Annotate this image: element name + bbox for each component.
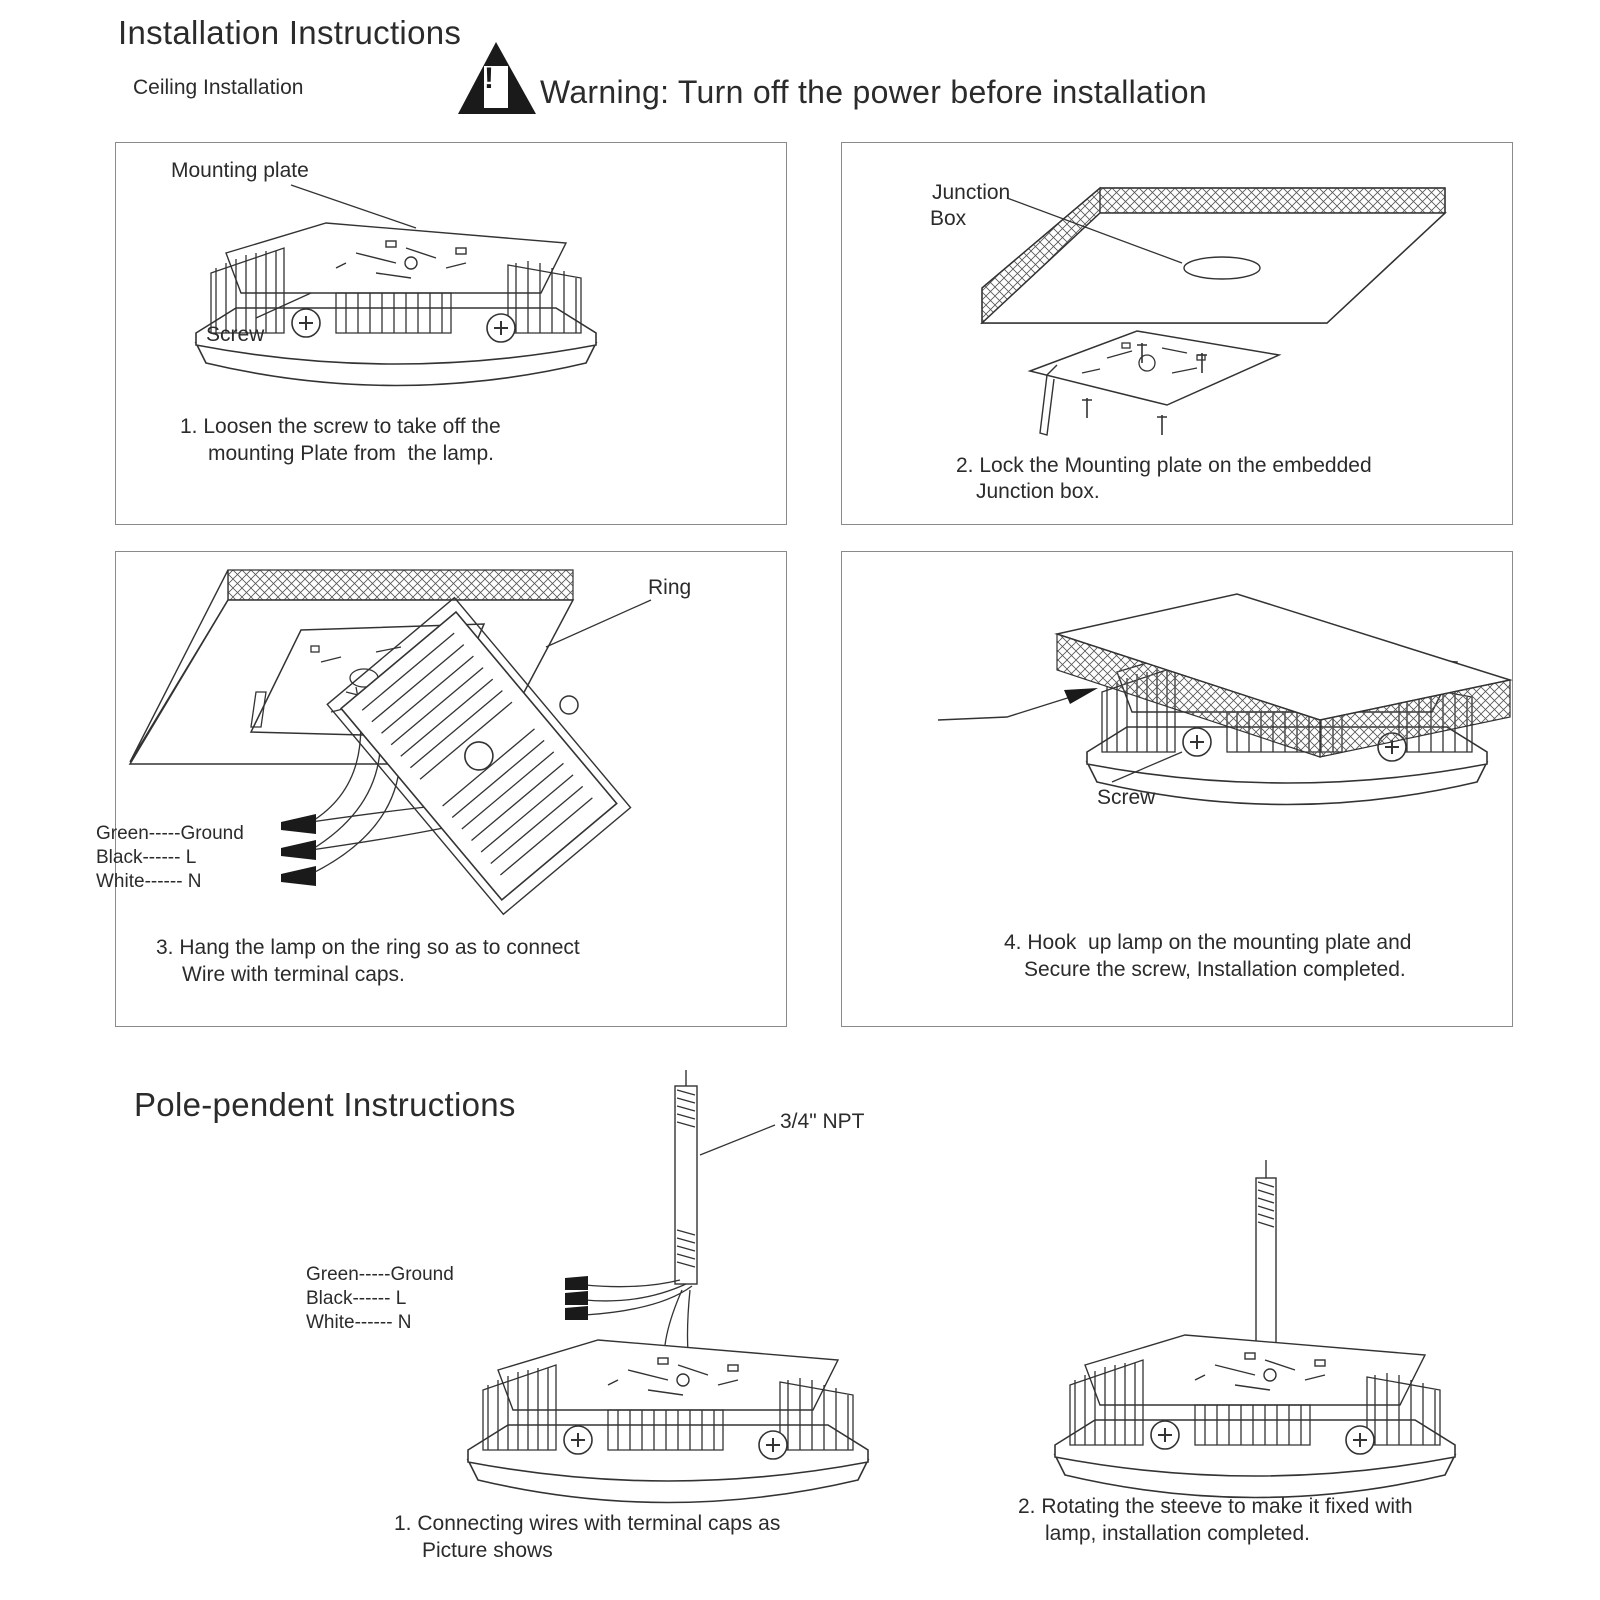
completed-lamp-illustration (937, 593, 1513, 806)
step-4-caption-line-2: Secure the screw, Installation completed… (1024, 958, 1406, 981)
wire-legend-black: Black------ L (96, 847, 197, 868)
step-1-caption-line-1: 1. Loosen the screw to take off the (180, 415, 501, 438)
junction-label-line-1: Junction (932, 181, 1011, 204)
step-3-caption-line-1: 3. Hang the lamp on the ring so as to co… (156, 936, 580, 959)
page-title: Installation Instructions (118, 14, 462, 51)
wire-legend-white: White------ N (96, 871, 202, 892)
wire-legend-green: Green-----Ground (96, 823, 244, 844)
step-3-caption-line-2: Wire with terminal caps. (182, 963, 405, 986)
warning-glyph: ! (484, 62, 494, 95)
warning-text: Warning: Turn off the power before insta… (540, 74, 1207, 110)
hang-lamp-illustration (128, 569, 652, 916)
step-3-panel: Ring Green-----Ground Black------ L Whit… (96, 551, 787, 1027)
step-2-panel: Junction Box 2. Lock the Mounting plate … (841, 142, 1513, 525)
step-2-caption-line-1: 2. Lock the Mounting plate on the embedd… (956, 454, 1372, 477)
mounting-plate-label: Mounting plate (171, 159, 309, 182)
warning-icon (458, 42, 536, 114)
pole-step-2-caption-line-1: 2. Rotating the steeve to make it fixed … (1018, 1495, 1413, 1518)
screw-label: Screw (206, 323, 265, 346)
step-4-caption-line-1: 4. Hook up lamp on the mounting plate an… (1004, 931, 1412, 954)
pole-section-title: Pole-pendent Instructions (134, 1086, 516, 1123)
pole-step-1-caption-line-2: Picture shows (422, 1539, 553, 1562)
pole-step-1-caption-line-1: 1. Connecting wires with terminal caps a… (394, 1512, 781, 1535)
junction-label-line-2: Box (930, 207, 967, 230)
pole-step-2-caption-line-2: lamp, installation completed. (1045, 1522, 1310, 1545)
section-subtitle: Ceiling Installation (133, 76, 304, 99)
step-1-caption-line-2: mounting Plate from the lamp. (208, 442, 494, 465)
pole-wire-legend-green: Green-----Ground (306, 1264, 454, 1285)
step-4-panel: Screw 4. Hook up lamp on the mounting pl… (841, 551, 1513, 1027)
step-1-panel: Mounting plate Screw 1. Loosen the screw… (115, 142, 787, 525)
step-2-caption-line-2: Junction box. (976, 480, 1100, 503)
screw-label: Screw (1097, 786, 1156, 809)
leader-lines (255, 184, 417, 319)
ceiling-junction-illustration (980, 186, 1447, 436)
npt-label: 3/4" NPT (780, 1110, 865, 1133)
pole-wire-legend-black: Black------ L (306, 1288, 407, 1309)
pole-wire-legend-white: White------ N (306, 1312, 412, 1333)
ring-label: Ring (648, 576, 692, 599)
